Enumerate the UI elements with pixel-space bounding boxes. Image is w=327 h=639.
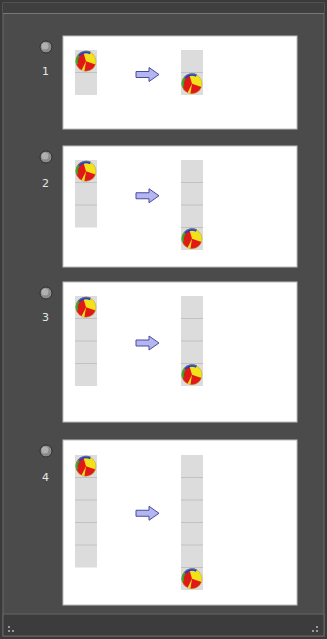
option-number: 4 (42, 472, 49, 483)
top-bar-line (3, 13, 324, 14)
grip-dot (8, 626, 10, 628)
radio-highlight (42, 153, 49, 160)
option-number: 1 (42, 66, 49, 77)
cell-column (181, 296, 203, 386)
panel-body (3, 3, 324, 636)
cell-column (181, 50, 203, 95)
cell-column (181, 160, 203, 250)
block-arrow (136, 189, 159, 203)
radio-highlight (42, 43, 49, 50)
cell-column (75, 160, 97, 228)
radio-button (40, 41, 52, 53)
beach-ball (181, 228, 202, 249)
beach-ball (75, 161, 96, 182)
option-number: 3 (42, 312, 49, 323)
card-panel (63, 440, 297, 605)
radio-button (40, 287, 52, 299)
beach-ball (75, 456, 96, 477)
cell-column (75, 296, 97, 386)
card-panel (63, 282, 297, 422)
top-bar (3, 3, 324, 13)
grip-dot (12, 630, 14, 632)
beach-ball (181, 73, 202, 94)
block-arrow (136, 506, 159, 520)
grip-dot (8, 630, 10, 632)
grip-dot (316, 626, 318, 628)
option-card (40, 36, 297, 129)
bottom-bar (3, 614, 324, 636)
cell-column (181, 455, 203, 590)
beach-ball (75, 51, 96, 72)
beach-ball (181, 568, 202, 589)
option-card (40, 282, 297, 422)
card-panel (63, 36, 297, 129)
radio-highlight (42, 447, 49, 454)
beach-ball (75, 297, 96, 318)
option-number: 2 (42, 178, 49, 189)
cell-column (75, 455, 97, 568)
radio-highlight (42, 289, 49, 296)
radio-button (40, 445, 52, 457)
radio-button (40, 151, 52, 163)
cell-column (75, 50, 97, 95)
card-panel (63, 146, 297, 267)
option-card (40, 440, 297, 605)
grip-dot (316, 630, 318, 632)
block-arrow (136, 336, 159, 350)
beach-ball (181, 364, 202, 385)
option-card (40, 146, 297, 267)
block-arrow (136, 68, 159, 82)
grip-dot (312, 630, 314, 632)
